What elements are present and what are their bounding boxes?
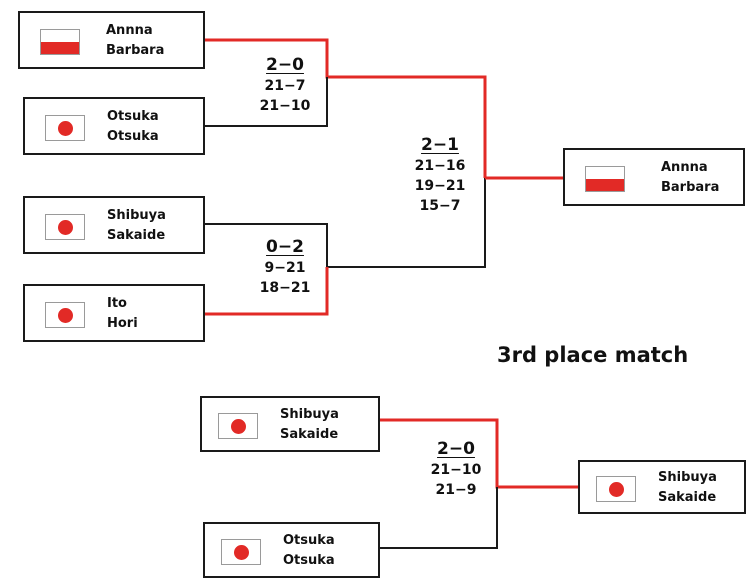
match-result: 2−1 <box>421 135 459 155</box>
japan-flag-icon <box>596 476 636 502</box>
loser-line <box>205 223 328 267</box>
loser-line <box>327 178 486 268</box>
set-score: 21−10 <box>430 462 482 478</box>
japan-flag-icon <box>218 413 258 439</box>
player-box: Shibuya Sakaide <box>23 196 205 254</box>
player-names: Shibuya Sakaide <box>280 407 339 442</box>
player-box: Shibuya Sakaide <box>578 460 746 514</box>
player-names: Annna Barbara <box>106 23 165 58</box>
set-score: 9−21 <box>264 260 306 276</box>
japan-flag-icon <box>45 115 85 141</box>
player-names: Shibuya Sakaide <box>107 208 166 243</box>
player-box: Otsuka Otsuka <box>23 97 205 155</box>
loser-line <box>205 77 328 127</box>
player-names: Ito Hori <box>107 296 138 331</box>
set-score: 18−21 <box>259 280 311 296</box>
winner-line <box>380 418 578 489</box>
third-place-title: 3rd place match <box>497 343 689 367</box>
player-box: Annna Barbara <box>18 11 205 69</box>
match-score: 2−0 21−10 21−9 <box>420 438 492 500</box>
japan-flag-icon <box>45 302 85 328</box>
set-score: 15−7 <box>419 198 461 214</box>
set-score: 21−16 <box>414 158 466 174</box>
match-result: 2−0 <box>437 439 475 459</box>
player-names: Annna Barbara <box>661 160 720 195</box>
japan-flag-icon <box>221 539 261 565</box>
set-score: 21−9 <box>435 482 477 498</box>
player-names: Otsuka Otsuka <box>283 533 335 568</box>
poland-flag-icon <box>40 29 80 55</box>
match-score: 0−2 9−21 18−21 <box>250 236 320 298</box>
set-score: 21−7 <box>264 78 306 94</box>
winner-line <box>205 267 329 316</box>
player-box: Ito Hori <box>23 284 205 342</box>
player-box: Otsuka Otsuka <box>203 522 380 578</box>
poland-flag-icon <box>585 166 625 192</box>
player-box: Annna Barbara <box>563 148 745 206</box>
set-score: 21−10 <box>259 98 311 114</box>
player-names: Otsuka Otsuka <box>107 109 159 144</box>
player-box: Shibuya Sakaide <box>200 396 380 452</box>
match-result: 0−2 <box>266 237 304 257</box>
japan-flag-icon <box>45 214 85 240</box>
match-result: 2−0 <box>266 55 304 75</box>
set-score: 19−21 <box>414 178 466 194</box>
loser-line <box>380 487 498 549</box>
match-score: 2−1 21−16 19−21 15−7 <box>404 134 476 216</box>
player-names: Shibuya Sakaide <box>658 470 717 505</box>
match-score: 2−0 21−7 21−10 <box>250 54 320 116</box>
